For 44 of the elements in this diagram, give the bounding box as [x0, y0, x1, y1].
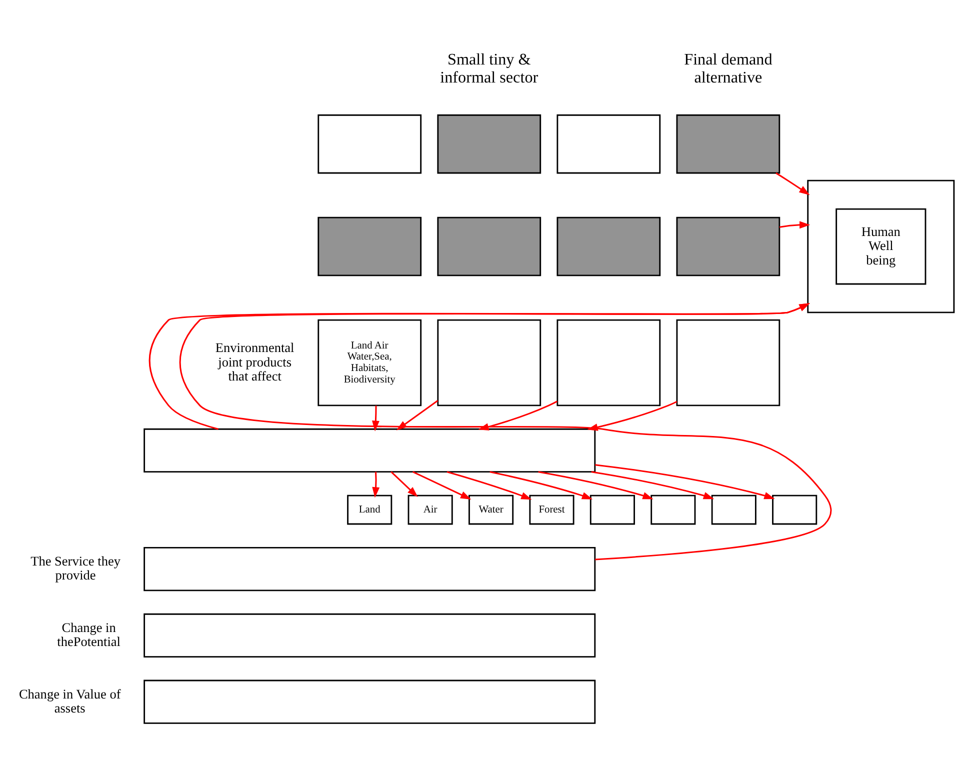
arrow — [390, 471, 418, 498]
node-box — [711, 494, 756, 525]
node-box — [437, 114, 542, 174]
arrow — [490, 471, 593, 500]
node-box — [676, 319, 780, 406]
node-box — [437, 216, 542, 276]
node-box: Land Air Water,Sea, Habitats, Biodiversity — [318, 319, 422, 406]
node-box — [437, 319, 542, 406]
node-box — [590, 494, 635, 525]
arrow — [591, 471, 714, 500]
node-box — [318, 216, 422, 276]
node-box — [556, 319, 661, 406]
node-box — [556, 216, 661, 276]
node-box — [676, 114, 780, 174]
arrow — [779, 221, 810, 229]
node-box — [144, 680, 596, 724]
label: Environmental joint products that affect — [215, 340, 294, 384]
arrow — [776, 172, 810, 196]
node-box: Forest — [529, 494, 574, 525]
arrow — [372, 472, 380, 498]
label: Small tiny & informal sector — [440, 51, 538, 87]
node-box — [772, 494, 818, 525]
label: Change in Value of assets — [18, 686, 121, 716]
arrow — [446, 471, 532, 500]
label: Final demand alternative — [684, 51, 772, 87]
arrow — [412, 471, 472, 500]
node-box — [318, 114, 422, 174]
arrow — [538, 471, 654, 500]
node-box — [144, 428, 596, 473]
node-box — [144, 613, 596, 658]
node-box: Human Well being — [836, 208, 926, 285]
node-box: Air — [408, 494, 453, 525]
node-box — [676, 216, 780, 276]
node-box: Water — [468, 494, 514, 525]
node-box — [650, 494, 696, 525]
node-box: Land — [347, 494, 392, 525]
arrow — [595, 464, 775, 500]
cluster — [807, 180, 955, 314]
arrow — [180, 303, 831, 560]
arrow — [372, 406, 380, 432]
label: Change in thePotential — [57, 620, 121, 650]
label: The Service they provide — [30, 553, 120, 583]
node-box — [556, 114, 661, 174]
node-box — [144, 547, 596, 592]
